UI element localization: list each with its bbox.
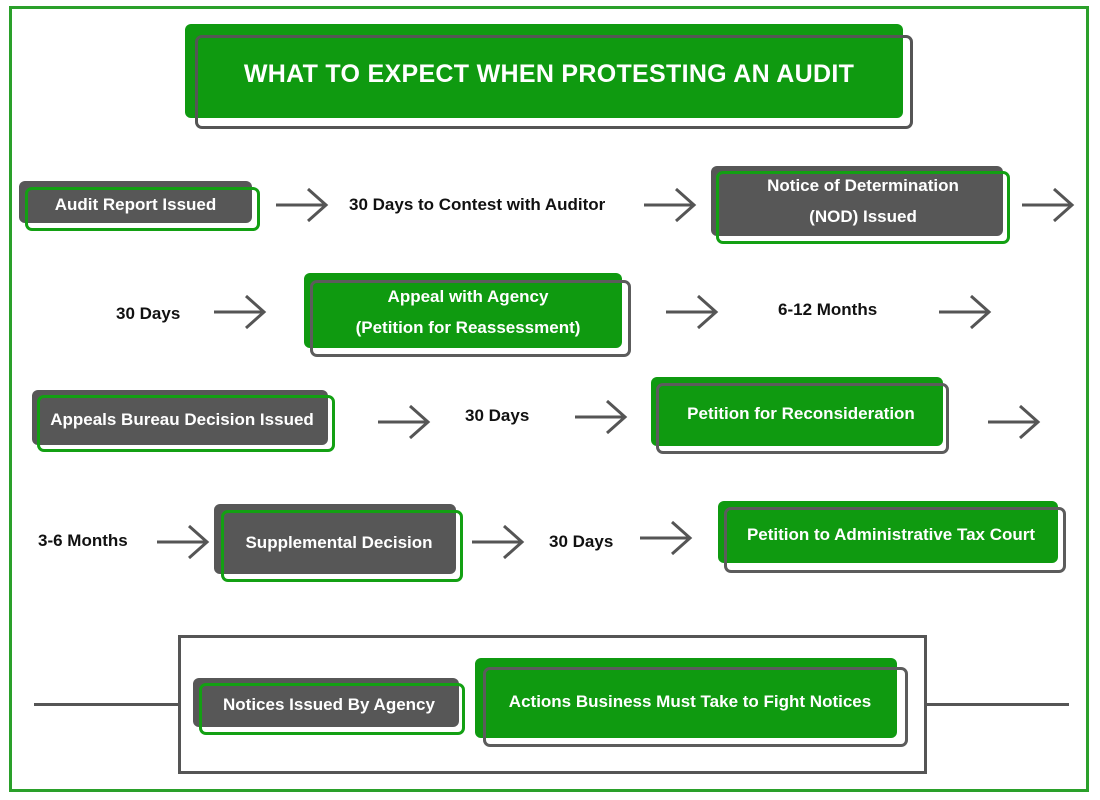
months-6-12-period: 6-12 Months bbox=[778, 300, 878, 319]
months-3-6-period: 3-6 Months bbox=[38, 531, 128, 550]
appeal-with-agency-label-line2: (Petition for Reassessment) bbox=[355, 318, 581, 337]
nod-issued-label-line1: Notice of Determination bbox=[767, 176, 959, 195]
appeal-with-agency-label-line1: Appeal with Agency bbox=[387, 287, 549, 306]
title-banner bbox=[185, 24, 903, 118]
petition-tax-court-label: Petition to Administrative Tax Court bbox=[746, 524, 1036, 544]
arrow-right-icon bbox=[378, 404, 431, 440]
appeals-bureau-decision-label: Appeals Bureau Decision Issued bbox=[50, 409, 314, 429]
legend-notices-label: Notices Issued By Agency bbox=[223, 694, 435, 714]
arrow-right-icon bbox=[157, 524, 210, 560]
outer-frame bbox=[9, 6, 1089, 792]
arrow-right-icon bbox=[988, 404, 1041, 440]
arrow-right-icon bbox=[644, 187, 697, 223]
arrow-right-icon bbox=[1022, 187, 1075, 223]
nod-issued-label-line2: (NOD) Issued bbox=[809, 207, 917, 226]
legend-actions-label: Actions Business Must Take to Fight Noti… bbox=[508, 691, 872, 711]
days-30-period-c: 30 Days bbox=[549, 532, 614, 551]
arrow-right-icon bbox=[640, 520, 693, 556]
title-banner-outline bbox=[195, 35, 913, 129]
arrow-right-icon bbox=[666, 294, 719, 330]
arrow-right-icon bbox=[939, 294, 992, 330]
arrow-right-icon bbox=[276, 187, 329, 223]
legend-divider-left bbox=[34, 703, 180, 706]
petition-reconsideration-label: Petition for Reconsideration bbox=[687, 403, 915, 423]
legend-divider-right bbox=[925, 703, 1069, 706]
contest-auditor-period: 30 Days to Contest with Auditor bbox=[349, 195, 606, 214]
supplemental-decision-label: Supplemental Decision bbox=[245, 532, 433, 552]
arrow-right-icon bbox=[575, 399, 628, 435]
audit-report-issued-label: Audit Report Issued bbox=[54, 194, 217, 214]
days-30-period-a: 30 Days bbox=[116, 304, 181, 323]
arrow-right-icon bbox=[472, 524, 525, 560]
arrow-right-icon bbox=[214, 294, 267, 330]
days-30-period-b: 30 Days bbox=[465, 406, 530, 425]
diagram-title: WHAT TO EXPECT WHEN PROTESTING AN AUDIT bbox=[243, 59, 855, 88]
